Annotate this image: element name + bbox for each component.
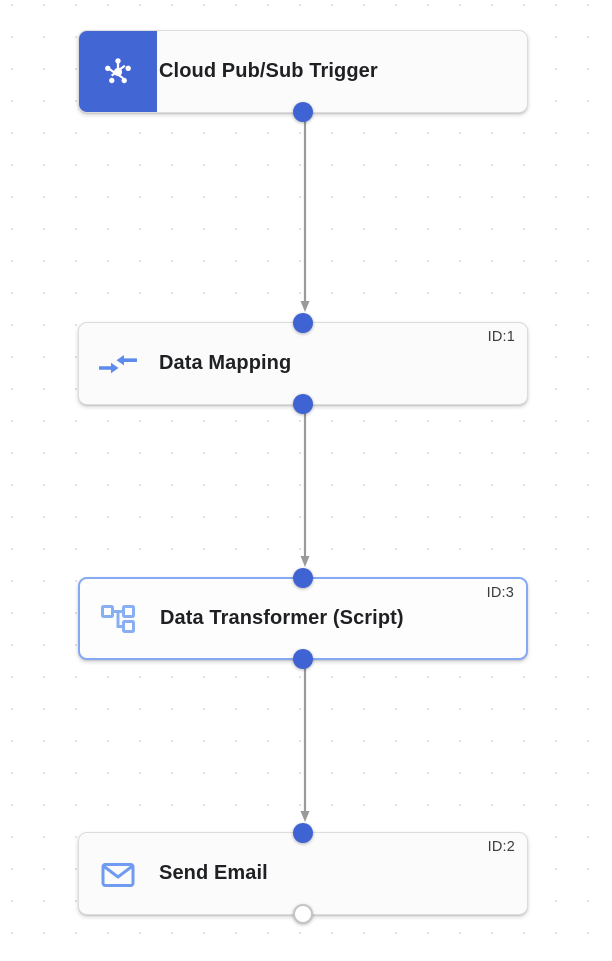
envelope-icon [79,833,157,914]
node-data-transformer-script[interactable]: Data Transformer (Script) ID:3 [78,568,528,669]
node-cloud-pubsub-trigger[interactable]: Cloud Pub/Sub Trigger [78,30,528,122]
node-data-mapping[interactable]: Data Mapping ID:1 [78,313,528,414]
node-title: Cloud Pub/Sub Trigger [159,60,378,82]
node-id-badge: ID:3 [486,585,514,601]
node-title: Data Mapping [159,352,292,374]
output-port[interactable] [293,649,313,669]
node-id-badge: ID:1 [487,329,515,345]
node-title: Data Transformer (Script) [160,607,404,629]
schema-hierarchy-icon [80,579,158,658]
node-title: Send Email [159,862,268,884]
data-mapping-arrows-icon [79,323,157,404]
output-port[interactable] [293,102,313,122]
node-send-email[interactable]: Send Email ID:2 [78,823,528,924]
node-id-badge: ID:2 [487,839,515,855]
output-port[interactable] [293,904,313,924]
input-port[interactable] [293,823,313,843]
output-port[interactable] [293,394,313,414]
input-port[interactable] [293,313,313,333]
input-port[interactable] [293,568,313,588]
pubsub-hub-icon [79,31,157,112]
